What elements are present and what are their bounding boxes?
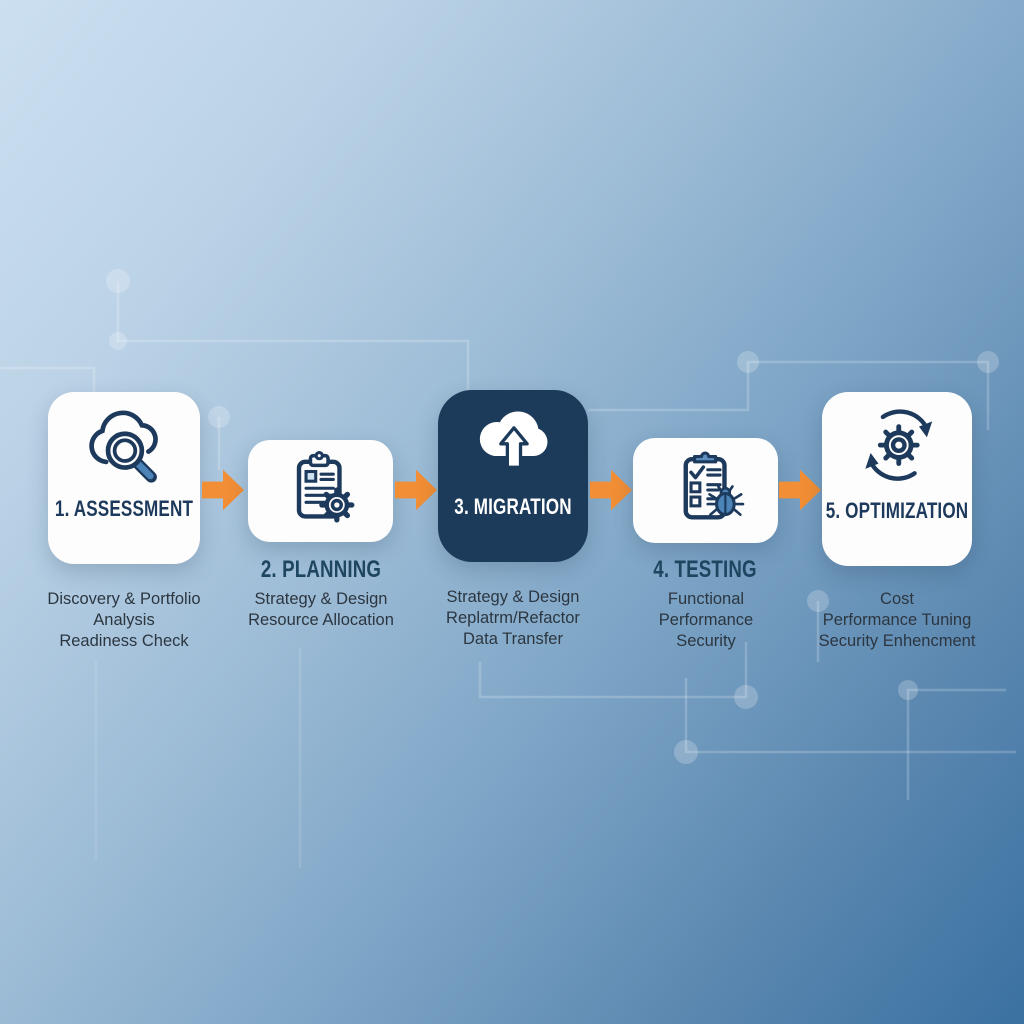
- detail-line: Strategy & Design: [446, 588, 580, 606]
- detail-line: Performance Tuning: [822, 611, 972, 629]
- step-card-migration: 3. MIGRATION: [438, 390, 588, 562]
- step-details-migration: Strategy & Design Replatrm/Refactor Data…: [397, 587, 629, 650]
- detail-line: Replatrm/Refactor: [446, 609, 580, 627]
- detail-line: Readiness Check: [59, 632, 189, 650]
- step-details-testing: Functional Performance Security: [590, 589, 822, 652]
- step-details-assessment: Discovery & Portfolio Analysis Readiness…: [8, 589, 240, 652]
- step-label-assessment: 1. ASSESSMENT: [54, 496, 194, 521]
- detail-line: Analysis: [93, 611, 155, 629]
- detail-line: Security: [676, 632, 736, 650]
- detail-line: Resource Allocation: [248, 611, 394, 629]
- step-card-assessment: 1. ASSESSMENT: [48, 392, 200, 564]
- cloud-upload-icon: [479, 411, 548, 469]
- gear-sync-icon: [865, 409, 933, 481]
- step-card-planning: [248, 440, 393, 542]
- detail-line: Data Transfer: [463, 630, 563, 648]
- step-details-optimization: Cost Performance Tuning Security Enhencm…: [781, 589, 1013, 652]
- step-card-optimization: 5. OPTIMIZATION: [822, 392, 972, 566]
- clipboard-gear-icon: [296, 451, 354, 523]
- step-label-optimization: 5. OPTIMIZATION: [825, 498, 969, 523]
- step-label-migration: 3. MIGRATION: [454, 494, 572, 519]
- detail-line: Functional: [667, 590, 745, 608]
- detail-line: Performance: [658, 611, 754, 629]
- cloud-search-icon: [89, 410, 158, 483]
- step-card-testing: [633, 438, 778, 543]
- detail-line: Discovery & Portfolio: [47, 590, 201, 608]
- detail-line: Strategy & Design: [254, 590, 388, 608]
- step-label-planning: 2. PLANNING: [260, 556, 382, 583]
- detail-line: Cost: [880, 590, 914, 608]
- detail-line: Security Enhencment: [818, 632, 976, 650]
- step-label-testing: 4. TESTING: [653, 556, 757, 583]
- checklist-bug-icon: [683, 451, 744, 520]
- step-details-planning: Strategy & Design Resource Allocation: [205, 589, 437, 631]
